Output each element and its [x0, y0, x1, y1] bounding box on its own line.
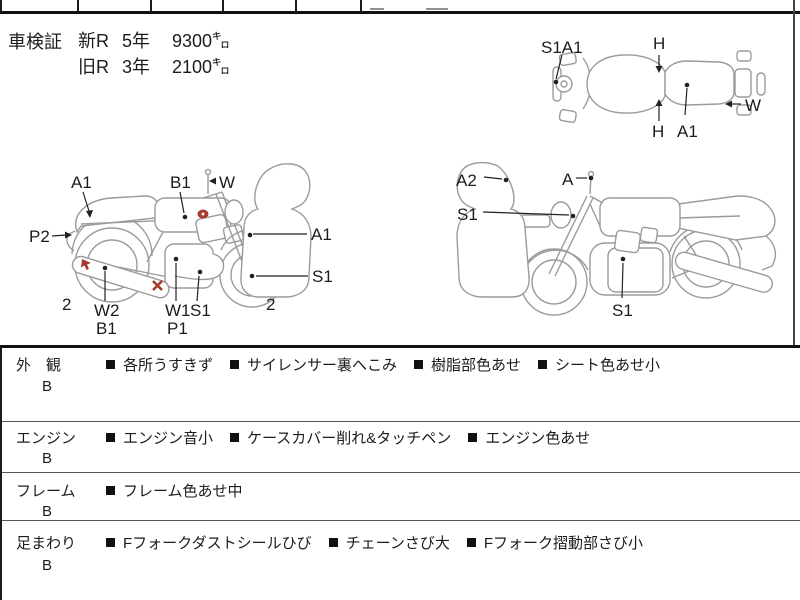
inspection-row: 新R 5年 9300㌔ [78, 28, 230, 54]
table-row: フレーム B フレーム色あせ中 [2, 472, 800, 520]
condition-item: シート色あせ小 [555, 357, 661, 374]
label-w-top: W [219, 173, 235, 192]
vehicle-inspection-label: 車検証 [8, 32, 62, 52]
column-divider [150, 0, 152, 11]
condition-items: Fフォークダストシールひび チェーンさび大 Fフォーク摺動部さび小 [106, 532, 643, 553]
label-s1-front: S1 [312, 267, 333, 286]
row-divider [2, 472, 800, 473]
reg-mileage: 2100㌔ [172, 57, 231, 77]
reg-era: 新R [78, 31, 109, 51]
reg-years: 5年 [122, 31, 151, 51]
red-mark-muffler-rear [152, 280, 163, 291]
bullet-icon [106, 360, 115, 369]
reg-mileage: 9300㌔ [172, 31, 231, 51]
condition-item: エンジン色あせ [485, 430, 591, 447]
column-divider [360, 0, 362, 11]
label-w2: W2 [94, 301, 120, 320]
label-a2: A2 [456, 171, 477, 190]
leader-lines [482, 175, 626, 299]
reg-era: 旧R [78, 57, 109, 77]
row-divider [2, 421, 800, 422]
cropped-text-fragment [426, 3, 448, 10]
row-divider [2, 520, 800, 521]
condition-items: エンジン音小 ケースカバー削れ&タッチペン エンジン色あせ [106, 427, 590, 448]
label-a1-front: A1 [311, 225, 332, 244]
category-label: 足まわり [16, 535, 77, 552]
grade-value: B [42, 450, 53, 467]
category-label: エンジン [16, 430, 77, 447]
label-p2: P2 [29, 227, 50, 246]
condition-table: 外 観 B 各所うすきず サイレンサー裏へこみ 樹脂部色あせ シート色あせ小 エ… [0, 345, 800, 600]
header-separator-line [0, 11, 800, 14]
column-divider [222, 0, 224, 11]
red-mark-muffler-front [81, 259, 91, 270]
label-w: W [745, 96, 761, 115]
condition-item: Fフォーク摺動部さび小 [483, 535, 644, 552]
cropped-text-fragment [370, 3, 384, 10]
bullet-icon [230, 433, 240, 442]
leader-lines [51, 177, 308, 302]
category-label: 外 観 [16, 357, 62, 374]
bullet-icon [106, 538, 115, 547]
motorcycle-top-view-diagram: S1A1 H H A1 W [541, 34, 766, 141]
condition-item: フレーム色あせ中 [123, 483, 243, 500]
label-b1-low: B1 [96, 319, 117, 338]
bullet-icon [106, 433, 115, 442]
condition-item: エンジン音小 [123, 430, 214, 447]
reg-years: 3年 [122, 57, 151, 77]
bullet-icon [468, 433, 478, 442]
condition-items: 各所うすきず サイレンサー裏へこみ 樹脂部色あせ シート色あせ小 [106, 354, 660, 375]
grade-value: B [42, 557, 53, 574]
column-divider [77, 0, 79, 11]
label-a1: A1 [677, 122, 698, 141]
motorcycle-right-side-drawing [456, 161, 777, 316]
condition-item: ケースカバー削れ&タッチペン [247, 430, 452, 447]
label-2-front: 2 [266, 295, 275, 314]
motorcycle-top-view-drawing [552, 50, 766, 124]
bullet-icon [230, 360, 240, 369]
label-s1-low: S1 [190, 301, 211, 320]
motorcycle-left-side-drawing [66, 163, 312, 308]
table-row: エンジン B エンジン音小 ケースカバー削れ&タッチペン エンジン色あせ [2, 421, 800, 472]
bullet-icon [414, 360, 424, 369]
table-row: 外 観 B 各所うすきず サイレンサー裏へこみ 樹脂部色あせ シート色あせ小 [2, 348, 800, 421]
condition-item: 樹脂部色あせ [431, 357, 522, 374]
bullet-icon [466, 538, 476, 547]
bullet-icon [328, 538, 338, 547]
vehicle-inspection-block: 車検証 新R 5年 9300㌔ 旧R 3年 2100㌔ [8, 28, 230, 80]
bullet-icon [538, 360, 548, 369]
damage-marks [81, 209, 209, 291]
inspection-row: 旧R 3年 2100㌔ [78, 54, 230, 80]
label-s1-upper: S1 [457, 205, 478, 224]
label-b1-top: B1 [170, 173, 191, 192]
sheet-right-border [793, 0, 795, 345]
label-w1: W1 [165, 301, 191, 320]
label-a: A [562, 170, 574, 189]
category-label: フレーム [16, 483, 76, 500]
condition-items: フレーム色あせ中 [106, 480, 243, 501]
label-a1-top: A1 [71, 173, 92, 192]
label-h-bottom: H [652, 122, 664, 141]
label-p1: P1 [167, 319, 188, 338]
table-top-border [0, 345, 800, 348]
condition-item: チェーンさび大 [345, 535, 450, 552]
table-row: 足まわり B Fフォークダストシールひび チェーンさび大 Fフォーク摺動部さび小 [2, 520, 800, 600]
condition-item: 各所うすきず [123, 357, 214, 374]
label-s1a1: S1A1 [541, 38, 583, 57]
vehicle-inspection-rows: 新R 5年 9300㌔ 旧R 3年 2100㌔ [78, 28, 230, 80]
leader-lines [553, 54, 741, 121]
label-2-rear: 2 [62, 295, 71, 314]
label-s1-lower: S1 [612, 301, 633, 320]
condition-item: Fフォークダストシールひび [123, 535, 312, 552]
grade-value: B [42, 378, 53, 395]
grade-value: B [42, 503, 53, 520]
column-divider [295, 0, 297, 11]
cutoff-header-row [0, 0, 800, 11]
motorcycle-left-side-diagram: A1 B1 W P2 A1 S1 2 2 W2 B1 W1 S1 P1 [29, 163, 333, 338]
label-h-top: H [653, 34, 665, 53]
condition-item: サイレンサー裏へこみ [247, 357, 398, 374]
motorcycle-right-side-diagram: A2 A S1 S1 [456, 161, 777, 320]
bullet-icon [106, 486, 115, 495]
